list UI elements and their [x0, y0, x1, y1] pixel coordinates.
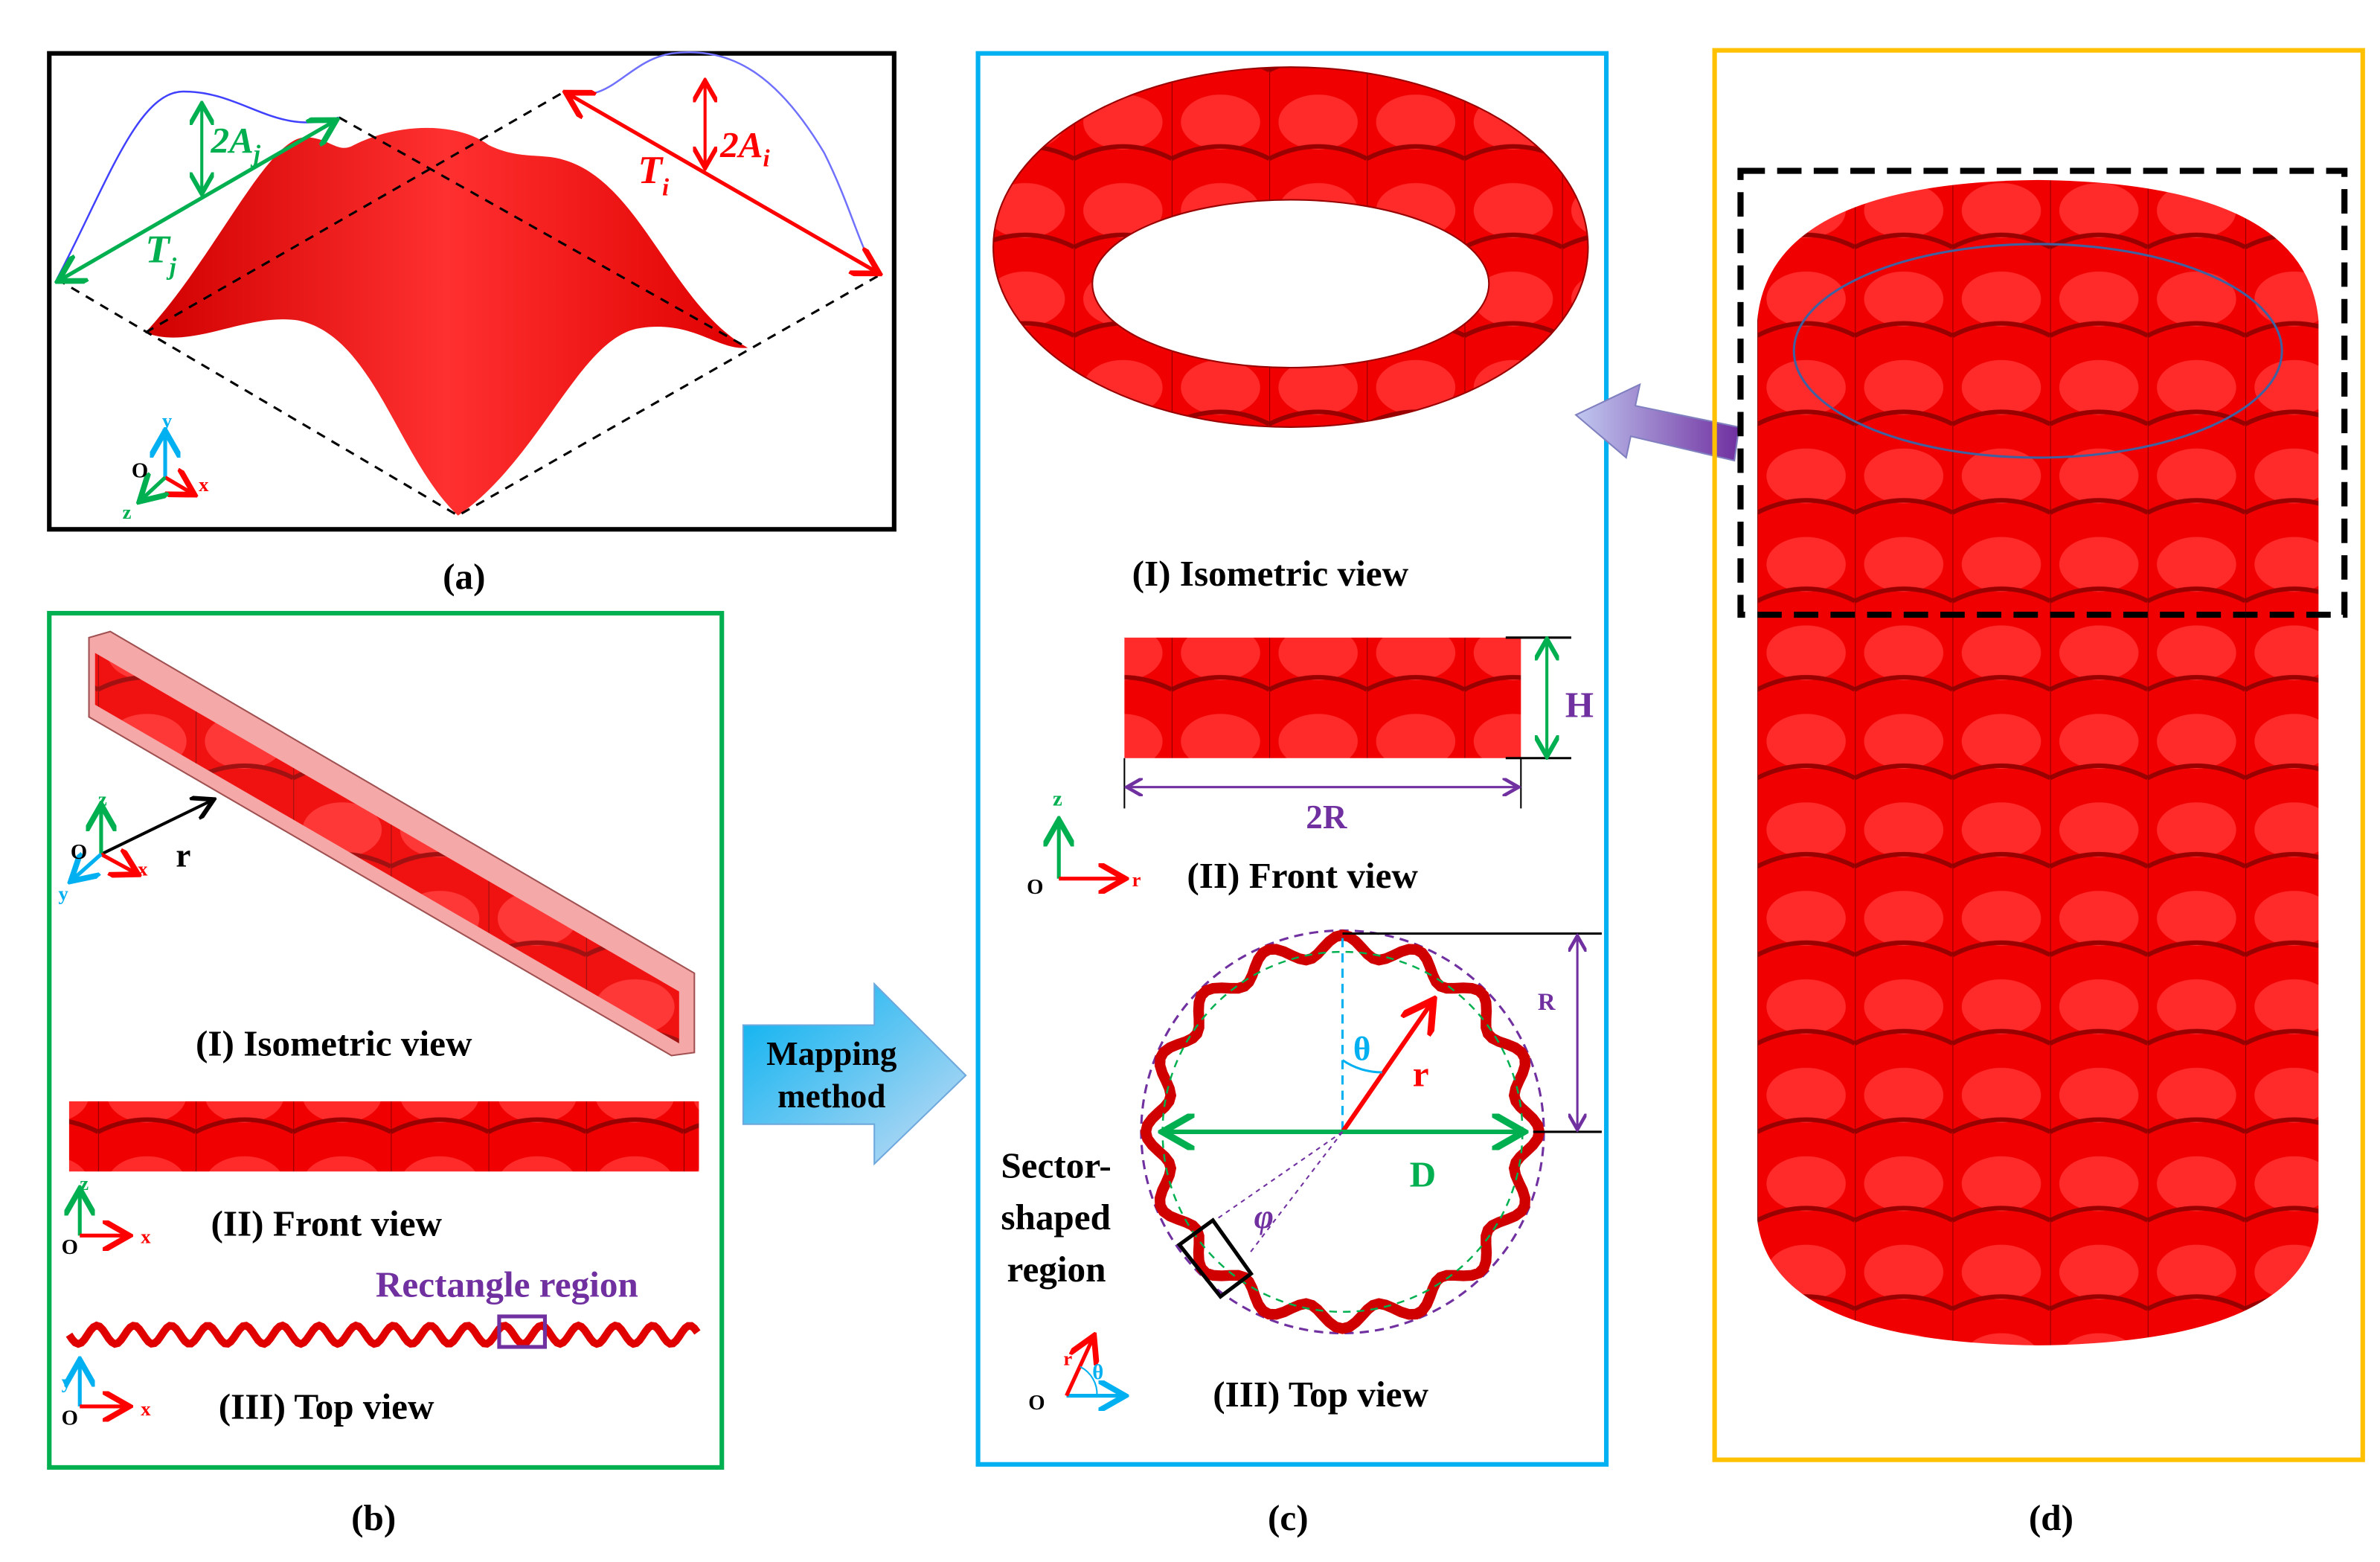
cylinder [1757, 179, 2319, 1345]
svg-text:2Aj: 2Aj [211, 120, 261, 167]
label-ti: T [638, 148, 664, 192]
svg-text:z: z [1053, 787, 1062, 810]
svg-text:z: z [123, 501, 132, 523]
label-tj: T [145, 228, 171, 272]
svg-text:D: D [1410, 1154, 1437, 1195]
axis-triad-iso: z O x y [59, 787, 149, 904]
svg-text:O: O [1028, 1391, 1045, 1415]
svg-text:Tj: Tj [145, 228, 177, 281]
zoom-arrow [1574, 383, 1740, 462]
caption-d: (d) [2029, 1497, 2073, 1538]
axis-front-b: z O x [62, 1172, 152, 1259]
svg-text:H: H [1565, 684, 1594, 725]
svg-text:2R: 2R [1306, 798, 1347, 836]
svg-text:y: y [59, 882, 69, 904]
rectangle-region-box [497, 1314, 547, 1349]
svg-text:x: x [141, 1226, 151, 1248]
caption-a: (a) [443, 556, 485, 597]
label-2aj: 2A [211, 120, 254, 161]
front-ring [1124, 637, 1521, 758]
caption-c: (c) [1268, 1497, 1309, 1538]
svg-text:Mapping: Mapping [766, 1035, 897, 1072]
svg-text:O: O [71, 840, 87, 864]
panel-d: (d) [1712, 48, 2365, 1538]
svg-text:Sector-: Sector- [1001, 1145, 1111, 1185]
svg-text:O: O [1027, 875, 1043, 899]
svg-text:2Ai: 2Ai [719, 124, 770, 172]
axis-triad: y O x z [123, 409, 209, 523]
svg-text:z: z [80, 1172, 89, 1194]
svg-text:Ti: Ti [638, 148, 669, 201]
top-wave [65, 1321, 701, 1348]
axis-front-c: z O r [1027, 787, 1141, 899]
label-2ai: 2A [719, 124, 763, 165]
svg-text:y: y [162, 409, 173, 432]
svg-text:O: O [62, 1235, 78, 1259]
svg-text:φ: φ [1254, 1198, 1274, 1235]
mapping-arrow: Mapping method [742, 982, 967, 1166]
panel-a: 2Aj Tj 2Ai Ti y O x z (a) [47, 51, 896, 597]
top-view-title-b: (III) Top view [219, 1386, 434, 1427]
svg-text:y: y [62, 1370, 72, 1392]
svg-text:R: R [1538, 989, 1556, 1016]
axis-top-b: y O x [62, 1364, 151, 1430]
svg-text:O: O [132, 459, 148, 483]
svg-text:shaped: shaped [1001, 1197, 1111, 1238]
svg-text:r: r [1063, 1348, 1072, 1370]
top-view-title-c: (III) Top view [1213, 1374, 1428, 1415]
front-view-title-c: (II) Front view [1187, 855, 1418, 896]
iso-view-title-b: (I) Isometric view [196, 1022, 472, 1063]
dashed-region-box [1737, 167, 2348, 618]
svg-text:r: r [176, 836, 190, 874]
svg-text:θ: θ [1092, 1360, 1103, 1384]
front-strip [68, 1101, 699, 1172]
panel-b: r z O x y (I) Isometric view z O x (II) … [47, 610, 725, 1538]
panel-c: (I) Isometric view H 2R z O r (II) Front… [975, 51, 1609, 1538]
rectangle-region-label: Rectangle region [376, 1264, 638, 1305]
svg-text:x: x [141, 1398, 151, 1420]
svg-text:r: r [1132, 868, 1141, 891]
svg-text:z: z [98, 787, 107, 810]
sector-region-box [1176, 1217, 1254, 1299]
front-view-title-b: (II) Front view [211, 1203, 443, 1243]
svg-text:r: r [1413, 1053, 1429, 1094]
svg-text:x: x [199, 473, 209, 496]
svg-text:θ: θ [1353, 1031, 1371, 1068]
svg-text:x: x [138, 858, 148, 880]
iso-ring [992, 66, 1589, 428]
svg-text:method: method [777, 1078, 885, 1115]
caption-b: (b) [351, 1497, 396, 1538]
svg-text:O: O [62, 1406, 78, 1430]
axis-top-c: r θ O [1028, 1339, 1121, 1415]
iso-view-title-c: (I) Isometric view [1132, 553, 1409, 594]
svg-text:region: region [1007, 1249, 1106, 1290]
